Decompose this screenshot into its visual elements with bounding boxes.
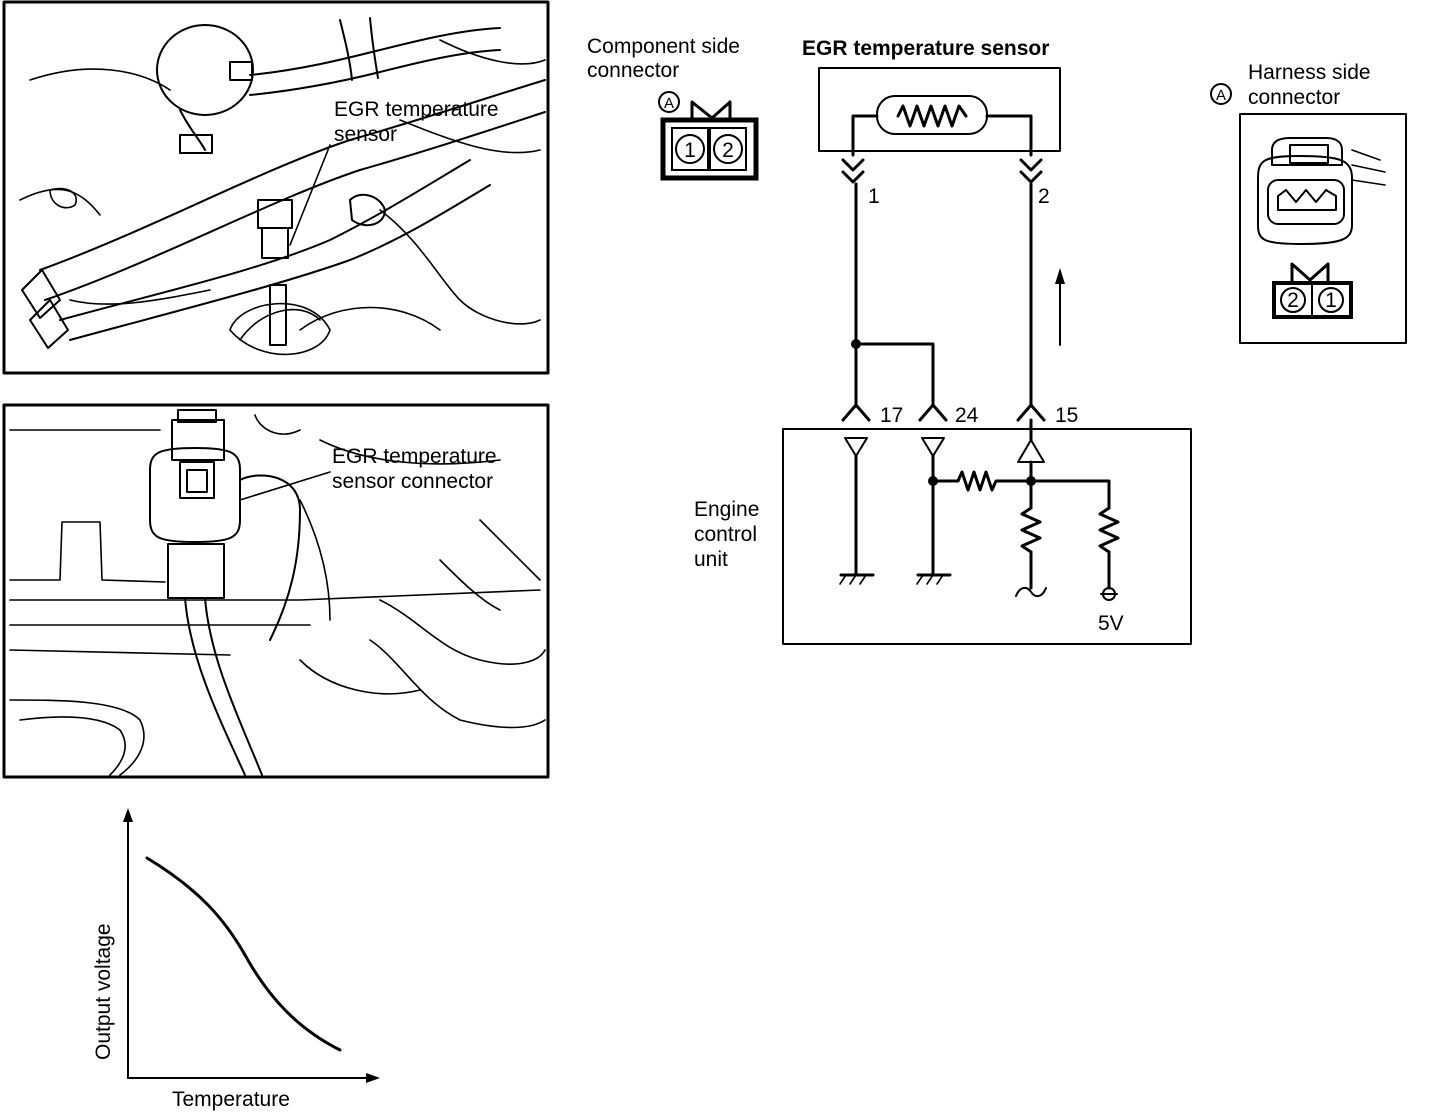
sensor-photo-label-line2: sensor	[334, 123, 397, 146]
component-connector-pin-2: 2	[722, 139, 734, 162]
sensor-pin-1-label: 1	[868, 185, 880, 208]
harness-connector-box	[1239, 113, 1407, 344]
sensor-pin-1-terminal	[841, 158, 865, 184]
thermistor-resistor	[896, 104, 968, 128]
ecu-terminal-24-label: 24	[955, 404, 979, 427]
ecu-terminal-17-label: 17	[880, 404, 903, 427]
harness-connector-pin-1: 1	[1325, 289, 1337, 312]
harness-connector-marker-circle	[1210, 83, 1232, 105]
sensor-box-title: EGR temperature sensor	[802, 37, 1049, 60]
photo-panel-sensor: EGR temperature sensor	[2, 0, 550, 375]
ecu-terminal-17-mark	[841, 403, 871, 422]
ecu-box	[782, 428, 1192, 645]
harness-side-connector: A Harness side connector 2 1	[1210, 61, 1407, 344]
signal-output-mark	[1015, 586, 1047, 598]
ecu-label-line3: unit	[694, 548, 728, 571]
pull-down-resistor	[1020, 506, 1042, 554]
graph-curve	[145, 856, 342, 1052]
component-connector-label-line1: Component side	[587, 35, 740, 58]
output-voltage-graph: Output voltage Temperature	[92, 808, 380, 1111]
egr-sensor-schematic: EGR temperature sensor 1 2	[802, 37, 1065, 407]
component-connector-key	[690, 100, 732, 120]
thermistor-capsule	[876, 95, 988, 135]
supply-voltage-label: 5V	[1098, 612, 1124, 635]
engine-control-unit: Engine control unit 17 24 15	[694, 403, 1192, 645]
component-connector-pin-1: 1	[684, 139, 696, 162]
sensor-pin-2-label: 2	[1038, 185, 1050, 208]
graph-x-arrow	[366, 1073, 380, 1083]
graph-xlabel: Temperature	[172, 1088, 290, 1111]
ecu-label-line2: control	[694, 523, 757, 546]
graph-ylabel: Output voltage	[92, 923, 115, 1060]
harness-connector-marker: A	[1216, 87, 1226, 104]
series-resistor	[931, 470, 1033, 492]
photo-panel-connector: EGR temperature sensor connector	[2, 403, 550, 779]
ecu-terminal-15-label: 15	[1055, 404, 1078, 427]
sensor-box	[818, 67, 1061, 152]
graph-y-arrow	[123, 808, 133, 822]
component-side-connector: Component side connector A 1 2	[587, 35, 759, 181]
ecu-terminal-24-mark	[918, 403, 948, 422]
component-connector-marker: A	[664, 95, 674, 112]
connector-photo-label-line1: EGR temperature	[332, 445, 497, 468]
component-connector-marker-circle	[658, 91, 680, 113]
pull-up-resistor	[1098, 506, 1120, 554]
ecu-terminal-15-mark	[1016, 403, 1046, 422]
component-connector-label-line2: connector	[587, 59, 679, 82]
sensor-pin-2-terminal	[1019, 158, 1043, 184]
connector-photo-label-line2: sensor connector	[332, 470, 493, 493]
harness-connector-label-line1: Harness side	[1248, 61, 1371, 84]
sensor-photo-label-line1: EGR temperature	[334, 98, 499, 121]
harness-connector-pin-2: 2	[1287, 289, 1299, 312]
ecu-label-line1: Engine	[694, 498, 759, 521]
harness-connector-label-line2: connector	[1248, 86, 1340, 109]
